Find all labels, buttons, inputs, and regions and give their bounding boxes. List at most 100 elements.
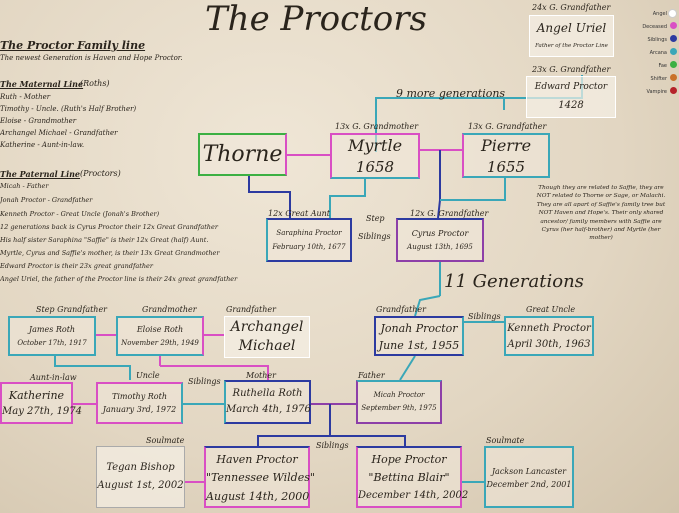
paternal-subtitle: (Proctors) bbox=[80, 169, 121, 178]
paternal-line-3: Kenneth Proctor - Great Uncle (Jonah's B… bbox=[0, 210, 160, 218]
paternal-line-4: 12 generations back is Cyrus Proctor the… bbox=[0, 223, 218, 231]
legend-dot-fae bbox=[670, 61, 677, 68]
person-kenneth-proctor[interactable]: Kenneth Proctor April 30th, 1963 bbox=[504, 316, 594, 356]
legend-dot-shifter bbox=[670, 74, 677, 81]
james-role: Step Grandfather bbox=[36, 305, 108, 314]
jackson-date: December 2nd, 2001 bbox=[486, 480, 572, 489]
nine-more-generations-label: 9 more generations bbox=[396, 87, 506, 100]
person-eloise-roth[interactable]: Eloise Roth November 29th, 1949 bbox=[116, 316, 204, 356]
maternal-subtitle: (Roths) bbox=[80, 79, 110, 88]
paternal-line-1: Micah - Father bbox=[0, 182, 49, 190]
paternal-line-5: His half sister Saraphina "Saffie" is th… bbox=[0, 236, 209, 244]
page-title: The Proctors bbox=[205, 0, 427, 39]
tegan-name: Tegan Bishop bbox=[106, 462, 175, 473]
haven-alias: "Tennessee Wildes" bbox=[206, 471, 315, 484]
micah-date: September 9th, 1975 bbox=[361, 404, 437, 412]
uriel-name: Angel Uriel bbox=[536, 21, 607, 35]
person-archangel-michael[interactable]: Archangel Michael bbox=[224, 316, 310, 358]
katherine-role: Aunt-in-law bbox=[30, 373, 77, 382]
person-timothy-roth[interactable]: Timothy Roth January 3rd, 1972 bbox=[96, 382, 183, 424]
legend-label-angel: Angel bbox=[652, 11, 667, 17]
cyrus-name: Cyrus Proctor bbox=[411, 229, 469, 238]
tegan-date: August 1st, 2002 bbox=[97, 480, 184, 491]
timothy-name: Timothy Roth bbox=[112, 392, 167, 401]
legend-label-deceased: Deceased bbox=[642, 24, 667, 30]
myrtle-name: Myrtle bbox=[347, 136, 403, 155]
legend-label-shifter: Shifter bbox=[650, 76, 668, 82]
edward-name: Edward Proctor bbox=[534, 82, 608, 92]
legend-label-arcana: Arcana bbox=[649, 50, 667, 56]
archangel-role: Grandfather bbox=[226, 305, 276, 314]
saraphina-date: February 10th, 1677 bbox=[272, 243, 346, 251]
siblings-label-timothy: Siblings bbox=[188, 377, 221, 386]
siblings-label-twins: Siblings bbox=[316, 441, 349, 450]
cyrus-role: 12x G. Grandfather bbox=[410, 209, 489, 218]
family-line-title: The Proctor Family line bbox=[0, 39, 146, 52]
micah-name: Micah Proctor bbox=[373, 391, 425, 399]
family-line-subtitle: The newest Generation is Haven and Hope … bbox=[0, 54, 183, 62]
paternal-line-7: Edward Proctor is their 23x great grandf… bbox=[0, 262, 153, 270]
kenneth-name: Kenneth Proctor bbox=[507, 323, 591, 334]
katherine-name: Katherine bbox=[8, 389, 65, 402]
person-micah-proctor[interactable]: Micah Proctor September 9th, 1975 bbox=[356, 380, 442, 424]
eloise-name: Eloise Roth bbox=[136, 325, 184, 334]
archangel-name-2: Michael bbox=[238, 338, 296, 354]
timothy-role: Uncle bbox=[136, 371, 160, 380]
legend-dot-arcana bbox=[670, 48, 677, 55]
katherine-date: May 27th, 1974 bbox=[2, 406, 83, 417]
kenneth-role: Great Uncle bbox=[526, 305, 576, 314]
person-katherine[interactable]: Katherine May 27th, 1974 bbox=[0, 382, 83, 424]
timothy-date: January 3rd, 1972 bbox=[102, 405, 177, 414]
paternal-line-6: Myrtle, Cyrus and Saffie's mother, is th… bbox=[0, 249, 220, 257]
jonah-role: Grandfather bbox=[376, 305, 426, 314]
jackson-name: Jackson Lancaster bbox=[491, 467, 567, 476]
hope-alias: "Bettina Blair" bbox=[368, 471, 450, 484]
uriel-role: 24x G. Grandfather bbox=[532, 3, 611, 12]
ruthella-role: Mother bbox=[246, 371, 276, 380]
legend-dot-siblings bbox=[670, 35, 677, 42]
jonah-date: June 1st, 1955 bbox=[378, 339, 460, 352]
person-myrtle[interactable]: Myrtle 1658 bbox=[330, 133, 420, 179]
person-ruthella-roth[interactable]: Ruthella Roth March 4th, 1976 bbox=[224, 380, 311, 424]
legend-label-siblings: Siblings bbox=[647, 37, 667, 43]
person-thorne[interactable]: Thorne bbox=[198, 133, 287, 176]
ruthella-name: Ruthella Roth bbox=[232, 388, 303, 399]
person-edward-proctor[interactable]: Edward Proctor 1428 bbox=[526, 76, 616, 118]
james-date: October 17th, 1917 bbox=[17, 339, 87, 347]
eloise-role: Grandmother bbox=[142, 305, 197, 314]
legend-dot-vampire bbox=[670, 87, 677, 94]
ruthella-date: March 4th, 1976 bbox=[226, 404, 311, 415]
siblings-label-step: Siblings bbox=[358, 232, 391, 241]
person-cyrus[interactable]: Cyrus Proctor August 13th, 1695 bbox=[396, 218, 484, 262]
person-hope-proctor[interactable]: Hope Proctor "Bettina Blair" December 14… bbox=[356, 446, 469, 508]
edward-date: 1428 bbox=[558, 100, 584, 111]
person-jackson-lancaster[interactable]: Jackson Lancaster December 2nd, 2001 bbox=[484, 446, 574, 508]
pierre-date: 1655 bbox=[486, 158, 526, 176]
maternal-line-4: Archangel Michael - Grandfather bbox=[0, 129, 118, 137]
haven-date: August 14th, 2000 bbox=[206, 490, 310, 503]
edward-role: 23x G. Grandfather bbox=[532, 65, 611, 74]
myrtle-role: 13x G. Grandmother bbox=[335, 122, 419, 131]
person-saraphina[interactable]: Saraphina Proctor February 10th, 1677 bbox=[266, 218, 352, 262]
person-james-roth[interactable]: James Roth October 17th, 1917 bbox=[8, 316, 96, 356]
person-jonah-proctor[interactable]: Jonah Proctor June 1st, 1955 bbox=[374, 316, 464, 356]
paternal-line-2: Jonah Proctor - Grandfather bbox=[0, 196, 93, 204]
person-angel-uriel[interactable]: Angel Uriel Father of the Proctor Line bbox=[529, 15, 614, 57]
jonah-name: Jonah Proctor bbox=[380, 322, 458, 335]
cyrus-date: August 13th, 1695 bbox=[407, 243, 473, 251]
saraphina-role: 12x Great Aunt bbox=[268, 209, 331, 218]
person-pierre[interactable]: Pierre 1655 bbox=[462, 133, 550, 178]
hope-date: December 14th, 2002 bbox=[358, 490, 469, 501]
legend-dot-deceased bbox=[670, 22, 677, 29]
hope-name: Hope Proctor bbox=[371, 453, 447, 466]
legend-label-vampire: Vampire bbox=[646, 89, 667, 95]
maternal-line-1: Ruth - Mother bbox=[0, 93, 51, 101]
paternal-line-8: Angel Uriel, the father of the Proctor l… bbox=[0, 275, 238, 283]
legend-dot-angel bbox=[668, 9, 677, 18]
pierre-role: 13x G. Grandfather bbox=[468, 122, 547, 131]
person-tegan-bishop[interactable]: Tegan Bishop August 1st, 2002 bbox=[96, 446, 185, 508]
uriel-note: Father of the Proctor Line bbox=[535, 43, 608, 49]
person-haven-proctor[interactable]: Haven Proctor "Tennessee Wildes" August … bbox=[204, 446, 315, 508]
jackson-role: Soulmate bbox=[486, 436, 525, 445]
